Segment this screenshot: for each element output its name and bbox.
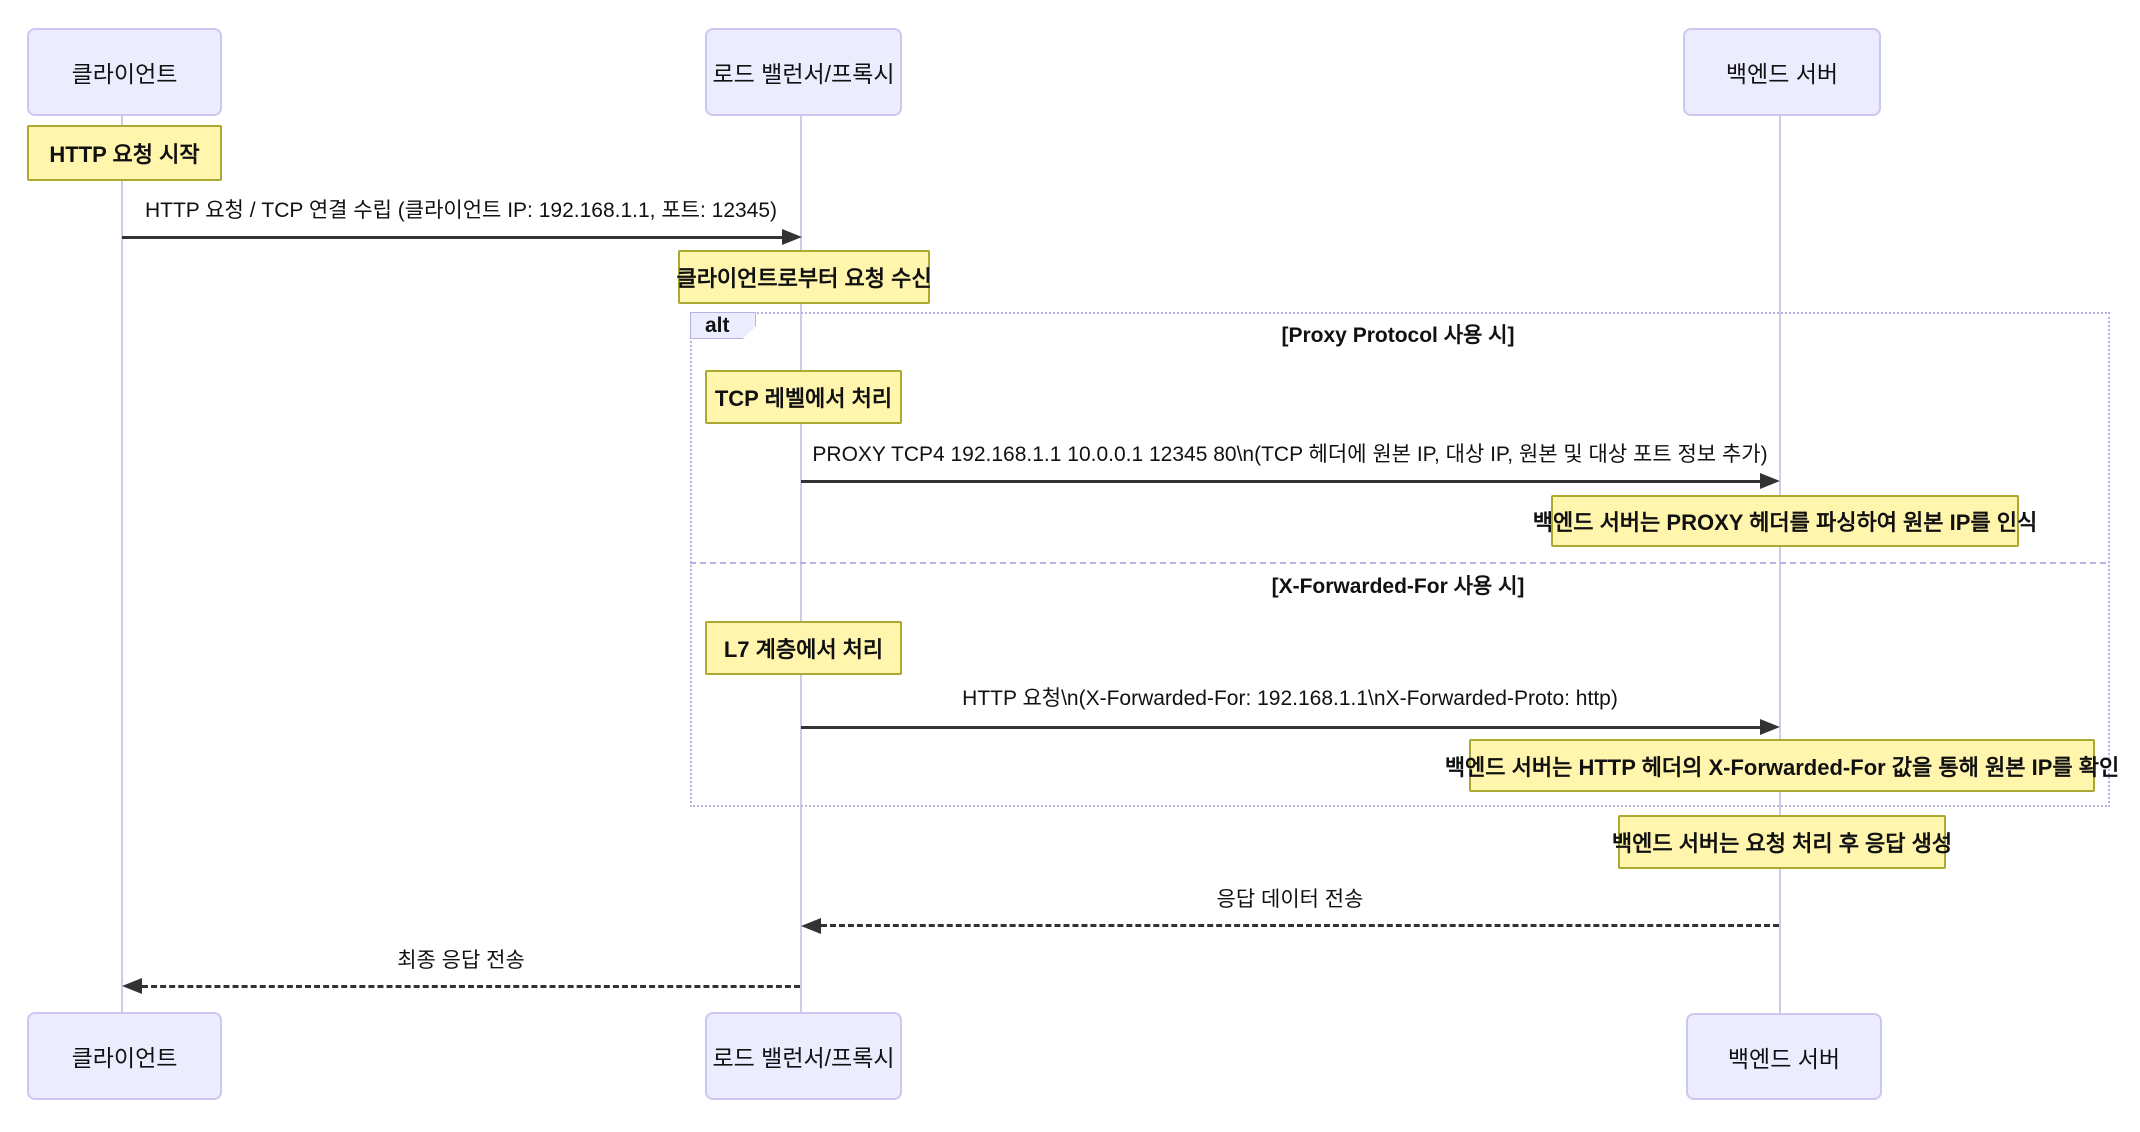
message-label-final-response: 최종 응답 전송 [397,949,525,972]
message-line-http-request [122,236,782,239]
actor-bottom-backend: 백엔드 서버 [1686,1013,1882,1100]
message-label-response-data: 응답 데이터 전송 [1216,888,1364,911]
note-tcp-level: TCP 레벨에서 처리 [705,370,902,424]
message-label-http-request: HTTP 요청 / TCP 연결 수립 (클라이언트 IP: 192.168.1… [144,199,778,222]
note-backend-generates-response: 백엔드 서버는 요청 처리 후 응답 생성 [1612,815,1952,869]
arrowhead-xff-request [1760,719,1780,735]
actor-bottom-client: 클라이언트 [27,1012,222,1100]
alt-condition-proxy-protocol: [Proxy Protocol 사용 시] [1281,324,1515,347]
actor-top-client: 클라이언트 [27,28,222,116]
message-label-xff-request: HTTP 요청\n(X-Forwarded-For: 192.168.1.1\n… [962,687,1618,710]
arrowhead-http-request [782,229,802,245]
message-line-xff-request [801,726,1760,729]
alt-frame-label: alt [690,312,756,339]
note-http-request-start: HTTP 요청 시작 [27,125,222,181]
note-backend-parses-proxy-header: 백엔드 서버는 PROXY 헤더를 파싱하여 원본 IP를 인식 [1533,495,2037,547]
alt-frame [690,312,2110,807]
arrowhead-proxy-tcp4 [1760,473,1780,489]
alt-divider [690,562,2106,564]
note-request-received: 클라이언트로부터 요청 수신 [676,250,932,304]
message-label-proxy-tcp4: PROXY TCP4 192.168.1.1 10.0.0.1 12345 80… [812,443,1768,466]
alt-condition-x-forwarded-for: [X-Forwarded-For 사용 시] [1271,575,1525,598]
message-line-final-response [142,985,800,988]
note-l7-layer: L7 계층에서 처리 [705,621,902,675]
actor-top-load-balancer: 로드 밸런서/프록시 [705,28,902,116]
lifeline-client [121,112,123,1012]
arrowhead-final-response [122,978,142,994]
message-line-proxy-tcp4 [801,480,1760,483]
actor-top-backend: 백엔드 서버 [1683,28,1881,116]
note-backend-checks-xff: 백엔드 서버는 HTTP 헤더의 X-Forwarded-For 값을 통해 원… [1445,739,2119,792]
arrowhead-response-data [801,918,821,934]
message-line-response-data [821,924,1779,927]
actor-bottom-load-balancer: 로드 밸런서/프록시 [705,1012,902,1100]
